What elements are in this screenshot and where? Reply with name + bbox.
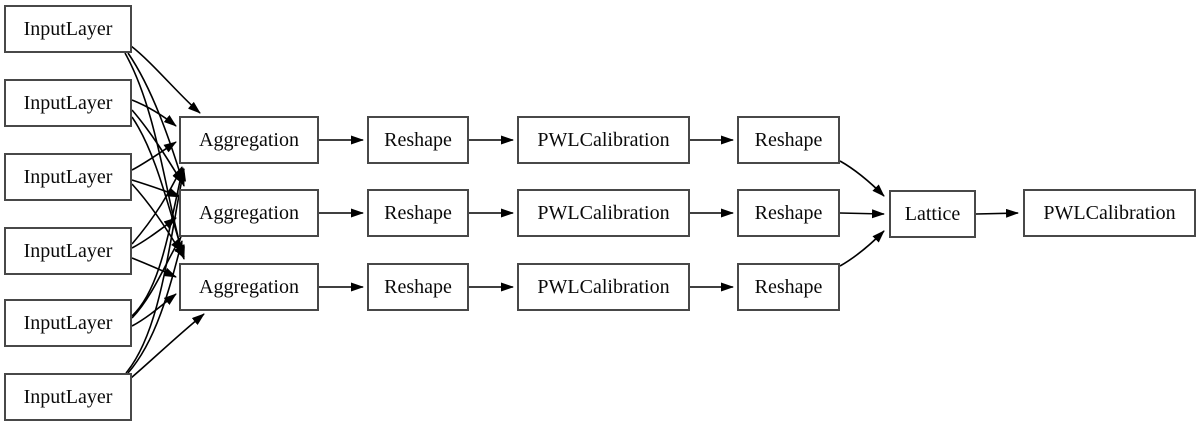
- node-label: Aggregation: [199, 129, 299, 151]
- edge-input6-agg2: [127, 240, 184, 374]
- node-agg3: Aggregation: [179, 263, 319, 311]
- edge-input5-agg3: [131, 293, 177, 327]
- node-agg1: Aggregation: [179, 116, 319, 164]
- edge-lattice-pwl_out: [975, 208, 1019, 218]
- node-label: PWLCalibration: [1043, 202, 1176, 224]
- node-label: Reshape: [384, 202, 452, 224]
- edge-reshape2b-lattice: [839, 209, 885, 219]
- node-agg2: Aggregation: [179, 189, 319, 237]
- node-label: Reshape: [754, 276, 823, 298]
- edge-input6-agg1: [125, 168, 186, 374]
- node-label: PWLCalibration: [537, 129, 670, 151]
- edge-input4-agg2: [131, 217, 177, 249]
- node-lattice: Lattice: [889, 190, 976, 238]
- node-input2: InputLayer: [4, 79, 132, 127]
- node-label: Aggregation: [199, 276, 299, 298]
- edge-input3-agg1: [131, 141, 177, 171]
- edge-reshape3b-lattice: [839, 230, 885, 267]
- edge-input1-agg1: [130, 45, 201, 114]
- node-reshape1b: Reshape: [737, 116, 840, 164]
- node-label: Aggregation: [199, 202, 299, 224]
- node-label: PWLCalibration: [537, 276, 670, 298]
- edge-input6-agg3: [130, 313, 205, 379]
- node-reshape2a: Reshape: [367, 189, 469, 237]
- node-label: InputLayer: [23, 312, 113, 334]
- node-label: Reshape: [384, 129, 452, 151]
- node-pwl1: PWLCalibration: [517, 116, 690, 164]
- node-reshape2b: Reshape: [737, 189, 840, 237]
- node-reshape3a: Reshape: [367, 263, 469, 311]
- node-pwl_out: PWLCalibration: [1023, 189, 1196, 237]
- node-label: InputLayer: [23, 240, 113, 262]
- node-label: PWLCalibration: [537, 202, 670, 224]
- node-label: InputLayer: [23, 18, 113, 40]
- edge-input2-agg1: [131, 99, 177, 127]
- node-input1: InputLayer: [4, 5, 132, 53]
- node-label: Reshape: [384, 276, 452, 298]
- node-input4: InputLayer: [4, 227, 132, 275]
- node-label: InputLayer: [23, 92, 113, 114]
- node-pwl3: PWLCalibration: [517, 263, 690, 311]
- node-reshape3b: Reshape: [737, 263, 840, 311]
- node-pwl2: PWLCalibration: [517, 189, 690, 237]
- node-label: InputLayer: [23, 166, 113, 188]
- node-label: Reshape: [754, 129, 823, 151]
- node-label: Reshape: [754, 202, 823, 224]
- node-input6: InputLayer: [4, 373, 132, 421]
- node-label: Lattice: [904, 203, 961, 225]
- node-input3: InputLayer: [4, 153, 132, 201]
- node-reshape1a: Reshape: [367, 116, 469, 164]
- node-input5: InputLayer: [4, 299, 132, 347]
- edge-input5-agg1: [131, 167, 185, 317]
- edge-reshape1b-lattice: [839, 160, 885, 197]
- edge-input3-agg2: [131, 179, 181, 198]
- node-label: InputLayer: [23, 386, 113, 408]
